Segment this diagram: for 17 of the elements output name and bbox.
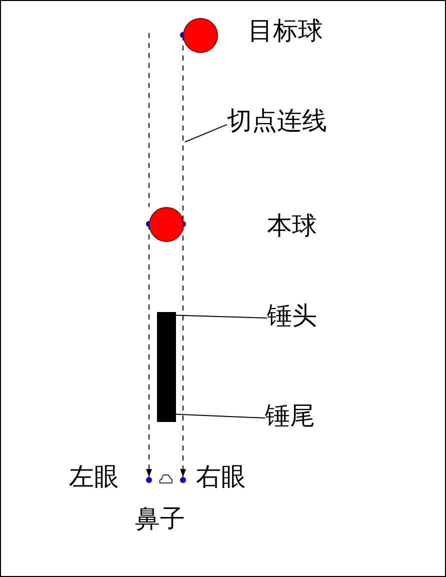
nose-icon xyxy=(159,473,173,484)
text-label: 锤尾 xyxy=(265,401,315,431)
leader-line xyxy=(176,314,268,318)
leader-line xyxy=(176,414,266,418)
part-label: 鼻子 xyxy=(135,504,185,534)
leader-line xyxy=(184,124,228,142)
part-label: 本球 xyxy=(267,211,317,241)
eye-dot xyxy=(146,477,152,483)
text-label: 锤头 xyxy=(267,301,317,331)
eye-dot xyxy=(180,477,186,483)
part-label: 左眼 xyxy=(69,462,119,492)
ball xyxy=(149,207,184,242)
part-label: 目标球 xyxy=(248,16,323,46)
ball xyxy=(183,18,218,53)
text-label: 切点连线 xyxy=(227,106,327,136)
cue-stick xyxy=(157,312,176,422)
part-label: 右眼 xyxy=(196,462,246,492)
